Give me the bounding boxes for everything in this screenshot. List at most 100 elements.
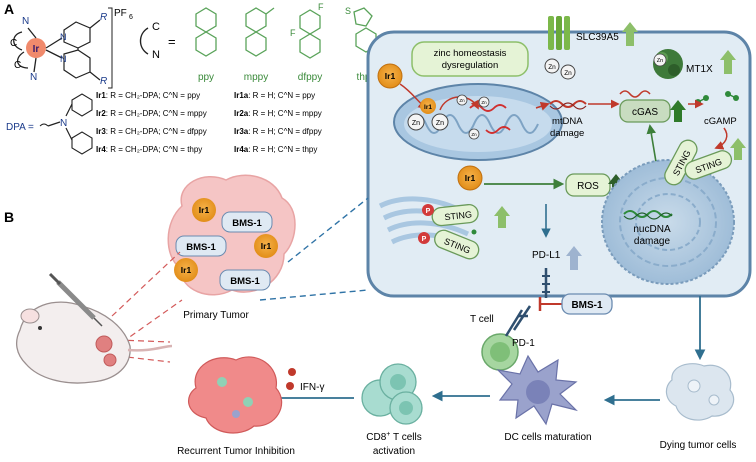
up-arrow-icon — [730, 138, 746, 160]
svg-text:Ir3a: R = H; C^N = dfppy: Ir3a: R = H; C^N = dfppy — [234, 127, 322, 136]
svg-text:BMS-1: BMS-1 — [571, 300, 603, 311]
iridium-label: Ir — [33, 44, 40, 55]
svg-text:cGAS: cGAS — [632, 107, 658, 118]
zoom-line — [111, 251, 181, 317]
svg-text:P: P — [426, 208, 431, 215]
svg-text:Ir1a: R = H; C^N = ppy: Ir1a: R = H; C^N = ppy — [234, 91, 315, 100]
c-atom-label: C — [10, 38, 17, 49]
ligand-mppy: mppy — [244, 7, 275, 83]
up-arrow-icon — [566, 246, 582, 270]
ligand-n-label: N — [152, 49, 160, 61]
n-atom-label: N — [22, 16, 29, 27]
bipyridine-ring-top — [63, 21, 91, 49]
primary-tumor-label: Primary Tumor — [183, 310, 249, 321]
panel-label-a: A — [4, 1, 14, 17]
zoom-line — [117, 339, 171, 343]
compound-row: Ir2: R = CH₂-DPA; C^N = mppy Ir2a: R = H… — [96, 109, 322, 118]
n-atom-label: N — [30, 72, 37, 83]
mtdna-label: damage — [550, 128, 584, 139]
fluorine-label: F — [318, 2, 324, 12]
compound-desc: : R = CH₂-DPA; C^N = mppy — [106, 109, 207, 118]
ligand-dfppy-label: dfppy — [298, 72, 322, 83]
cyclometalating-arc-bottom — [17, 51, 29, 69]
iridium-complex-structure: Ir N C C N N N R R PF 6 — [10, 7, 133, 89]
ros-box: ROS — [565, 173, 611, 197]
compound-id: Ir2a — [234, 109, 249, 118]
cgas-box: cGAS — [619, 99, 671, 123]
svg-text:Ir1: Ir1 — [385, 71, 396, 81]
svg-text:Ir2: R = CH₂-DPA; C^N = mppy: Ir2: R = CH₂-DPA; C^N = mppy — [96, 109, 207, 118]
svg-text:Zn: Zn — [436, 120, 444, 127]
bms1-inhibitor: BMS-1 — [538, 293, 613, 315]
pdl1-label: PD-L1 — [532, 250, 561, 261]
zinc-ion: Zn — [407, 113, 425, 131]
svg-text:BMS-1: BMS-1 — [186, 242, 216, 253]
syringe-icon — [56, 280, 96, 320]
equals-sign: = — [168, 34, 176, 49]
zoom-line — [259, 289, 369, 301]
ligand-ppy-label: ppy — [198, 72, 214, 83]
ligand-dfppy: F F dfppy — [290, 2, 324, 83]
mt1x-label: MT1X — [686, 64, 713, 75]
complex-bracket — [108, 7, 113, 89]
svg-text:Ir4a: R = H; C^N = thpy: Ir4a: R = H; C^N = thpy — [234, 145, 317, 154]
t-cell: T cell PD-1 — [470, 305, 535, 371]
zinc-label-line1: zinc homeostasis — [434, 48, 507, 59]
up-arrow-icon — [494, 206, 510, 228]
tumor-cell: zinc homeostasis dysregulation Ir1 Ir1 Z… — [366, 16, 752, 298]
ir1-badge: Ir1 — [254, 234, 278, 258]
zinc-ion: Zn — [456, 94, 468, 106]
zinc-ion: Zn — [431, 113, 449, 131]
nuc-dna-strand — [623, 210, 673, 218]
r-group-label: R — [100, 76, 107, 87]
nucdna-label: damage — [634, 236, 671, 247]
compound-desc: : R = H; C^N = ppy — [248, 91, 315, 100]
t-cell-label: T cell — [470, 314, 494, 325]
bipyridine-ring-bottom — [63, 49, 91, 79]
cgamp-label: cGAMP — [704, 116, 737, 127]
n-atom-label: N — [60, 32, 67, 42]
compound-desc: : R = CH₂-DPA; C^N = thpy — [106, 145, 203, 154]
pdl1-receptor — [542, 268, 550, 298]
zinc-ion: Zn — [478, 96, 490, 108]
up-arrow-icon — [622, 22, 638, 46]
svg-text:Zn: Zn — [548, 64, 556, 71]
zoom-line — [117, 355, 171, 363]
svg-text:P: P — [422, 236, 427, 243]
mtdna-label: mtDNA — [552, 116, 583, 127]
svg-text:Ir3: R = CH₂-DPA; C^N = dfppy: Ir3: R = CH₂-DPA; C^N = dfppy — [96, 127, 207, 136]
pd1-label: PD-1 — [512, 338, 535, 349]
r-group-label: R — [100, 12, 107, 23]
compound-desc: : R = CH₂-DPA; C^N = dfppy — [106, 127, 207, 136]
cgamp-to-sting-arrow — [714, 127, 728, 150]
ligand-thpy-label: thpy — [357, 72, 376, 83]
compound-desc: : R = H; C^N = mppy — [248, 109, 322, 118]
svg-text:Ir1: Ir1 — [261, 241, 272, 251]
dna-fragment — [619, 90, 651, 98]
iridium-atom — [26, 38, 46, 58]
ligand-mppy-label: mppy — [244, 72, 268, 83]
svg-text:Zn: Zn — [481, 100, 487, 105]
zinc-ion: Zn — [653, 53, 667, 67]
compound-row: Ir3: R = CH₂-DPA; C^N = dfppy Ir3a: R = … — [96, 127, 322, 136]
svg-text:Zn: Zn — [564, 70, 572, 77]
slc39a5-transporter: Zn Zn SLC39A5 — [544, 16, 638, 80]
dying-tumor-cells: Dying tumor cells — [660, 363, 736, 451]
compound-desc: : R = H; C^N = thpy — [248, 145, 317, 154]
ifn-label: IFN-γ — [300, 382, 324, 393]
compound-id: Ir4a — [234, 145, 249, 154]
compound-row: Ir1: R = CH₂-DPA; C^N = ppy Ir1a: R = H;… — [96, 91, 315, 100]
ir1-badge: Ir1 — [174, 258, 198, 282]
compound-desc: : R = H; C^N = dfppy — [248, 127, 322, 136]
mtdna-strand — [549, 100, 587, 108]
svg-text:Ir4: R = CH₂-DPA; C^N = thpy: Ir4: R = CH₂-DPA; C^N = thpy — [96, 145, 202, 154]
svg-text:Ir1: Ir1 — [181, 265, 192, 275]
sting-dimer-right: STING STING — [664, 138, 746, 186]
ligand-key: C N = — [139, 21, 176, 61]
pd1-receptor — [504, 305, 532, 337]
ir1-in-mito: Ir1 — [420, 98, 436, 114]
cd8-t-cells: CD8+ T cells activation — [361, 363, 423, 457]
mitochondrion — [393, 83, 563, 161]
ir1-badge: Ir1 — [457, 165, 483, 191]
